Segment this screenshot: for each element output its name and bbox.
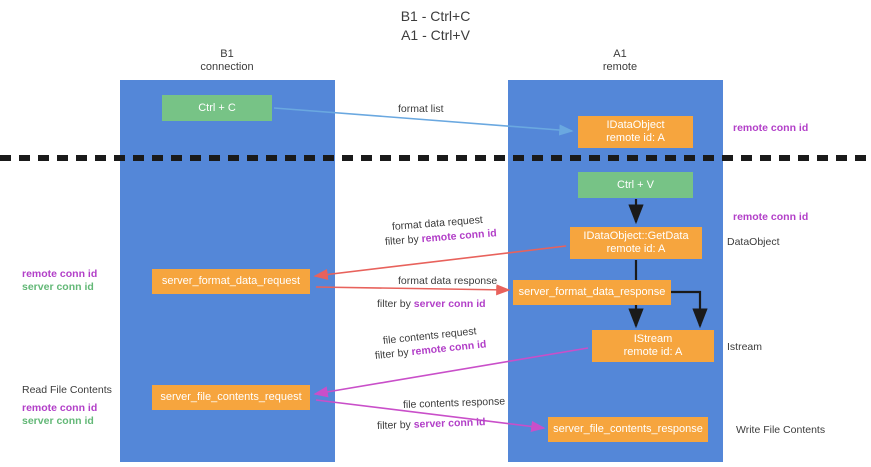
column-header-a1-name: A1 — [613, 48, 627, 60]
label-write-file-contents: Write File Contents — [736, 424, 826, 436]
node-istream-line1: IStream — [633, 333, 673, 345]
node-idataobject[interactable]: IDataObject remote id: A — [578, 116, 693, 148]
label-dataobject-side: DataObject — [727, 236, 780, 248]
label-remote-conn-id-top: remote conn id — [733, 122, 809, 134]
server-conn-id-inline-1: server conn id — [413, 298, 486, 310]
node-istream-line2: remote id: A — [623, 346, 683, 358]
arrow-format-data-response — [315, 284, 511, 296]
node-server-format-data-request-label: server_format_data_request — [161, 275, 301, 287]
node-server-format-data-response-label: server_format_data_response — [518, 286, 666, 298]
filter-by-prefix-4: filter by — [376, 418, 414, 432]
label-left-remote-conn-id-2: remote conn id — [22, 402, 98, 414]
page-title: B1 - Ctrl+C A1 - Ctrl+V — [0, 7, 871, 45]
node-istream[interactable]: IStream remote id: A — [592, 330, 714, 362]
label-left-server-conn-id-1: server conn id — [22, 281, 94, 293]
node-server-file-contents-response-label: server_file_contents_response — [553, 423, 703, 435]
node-server-file-contents-response[interactable]: server_file_contents_response — [548, 417, 708, 442]
filter-by-prefix-3: filter by — [374, 346, 413, 362]
label-format-data-response: format data response — [398, 275, 498, 287]
node-idataobject-line2: remote id: A — [606, 132, 665, 144]
node-getdata[interactable]: IDataObject::GetData remote id: A — [570, 227, 702, 259]
label-istream-side: Istream — [727, 341, 763, 353]
column-header-a1: A1 remote — [540, 48, 700, 74]
node-server-file-contents-request[interactable]: server_file_contents_request — [152, 385, 310, 410]
label-filter-by-server-conn-id-1: filter by server conn id — [377, 298, 486, 311]
filter-by-prefix-1: filter by — [384, 233, 423, 248]
label-left-remote-conn-id-1: remote conn id — [22, 268, 98, 280]
node-server-format-data-response[interactable]: server_format_data_response — [513, 280, 671, 305]
node-ctrl-c-line1: Ctrl + C — [198, 101, 236, 114]
column-header-b1-name: B1 — [220, 48, 234, 60]
node-getdata-line1: IDataObject::GetData — [583, 230, 689, 242]
label-read-file-contents: Read File Contents — [22, 384, 112, 396]
column-header-b1: B1 connection — [147, 48, 307, 74]
phase-divider — [0, 155, 871, 161]
label-remote-conn-id-mid: remote conn id — [733, 211, 809, 223]
node-ctrl-c[interactable]: Ctrl + C — [162, 95, 272, 121]
arrow-file-contents-request — [313, 347, 589, 398]
server-conn-id-inline-2: server conn id — [413, 416, 486, 431]
node-server-format-data-request[interactable]: server_format_data_request — [152, 269, 310, 294]
arrow-file-contents-response — [315, 399, 546, 432]
node-ctrl-v-line1: Ctrl + V — [617, 178, 654, 191]
arrow-response-to-istream — [671, 290, 708, 329]
node-idataobject-line1: IDataObject — [606, 119, 665, 131]
filter-by-prefix-2: filter by — [377, 298, 414, 310]
node-server-file-contents-request-label: server_file_contents_request — [160, 391, 302, 403]
label-format-list: format list — [398, 103, 444, 115]
label-left-server-conn-id-2: server conn id — [22, 415, 94, 427]
arrow-format-data-request — [313, 245, 567, 281]
arrow-format-list — [273, 107, 574, 136]
column-header-a1-sub: remote — [602, 61, 638, 73]
title-line-2: A1 - Ctrl+V — [401, 27, 470, 43]
title-line-1: B1 - Ctrl+C — [400, 8, 471, 24]
node-ctrl-v[interactable]: Ctrl + V — [578, 172, 693, 198]
column-header-b1-sub: connection — [200, 61, 254, 73]
node-getdata-line2: remote id: A — [606, 243, 666, 255]
